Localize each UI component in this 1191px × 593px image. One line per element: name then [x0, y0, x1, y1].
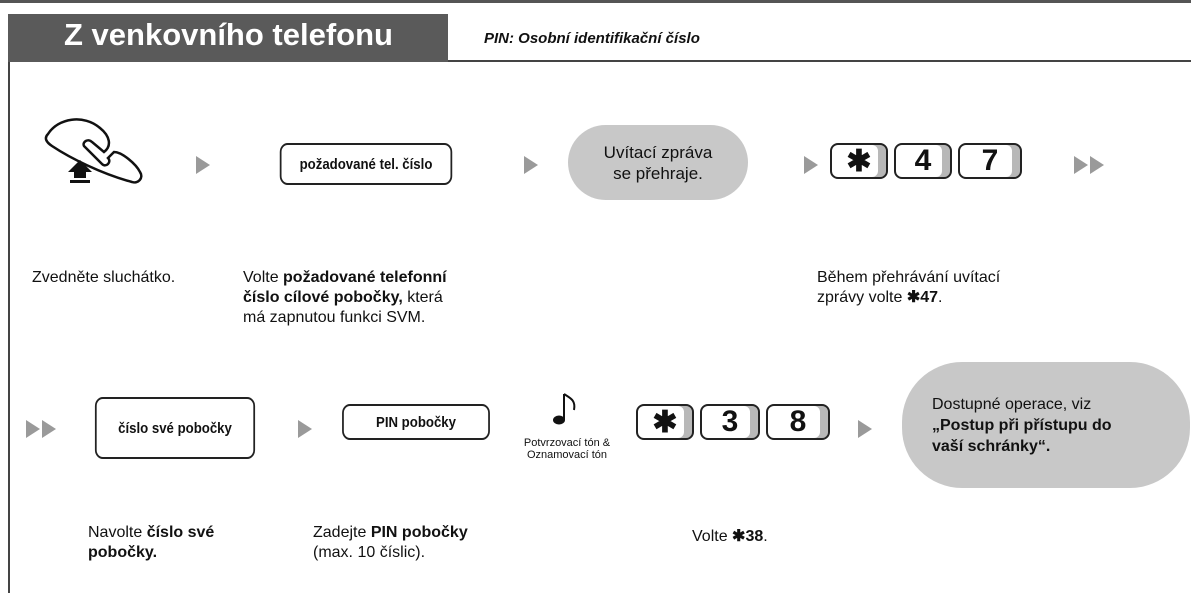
- extension-number-box: číslo své pobočky: [94, 397, 256, 459]
- step-arrow: [858, 420, 872, 438]
- step-arrow: [298, 420, 312, 438]
- tone-label: Potvrzovací tón &Oznamovací tón: [504, 437, 630, 461]
- desc-lift-handset: Zvedněte sluchátko.: [32, 269, 176, 286]
- key-star: ✱: [830, 143, 888, 179]
- top-border: [0, 0, 1191, 3]
- star-icon: ✱: [906, 289, 921, 306]
- desc-text: Zadejte: [313, 524, 371, 541]
- header-rule: [8, 60, 1191, 62]
- double-arrow-icon: [26, 420, 56, 443]
- key-8: 8: [766, 404, 830, 440]
- desc-enter-extension: Navolte číslo své pobočky.: [88, 523, 288, 563]
- desc-bold: PIN pobočky: [370, 524, 468, 541]
- greeting-line-2: se přehraje.: [613, 163, 703, 183]
- desc-bold: požadované telefonní: [283, 269, 447, 286]
- desc-text: .: [938, 289, 943, 306]
- desc-bold: pobočky.: [88, 544, 158, 561]
- result-line-3: vaší schránky“.: [932, 437, 1051, 455]
- tone-line-1: Potvrzovací tón &: [523, 437, 611, 449]
- result-bubble: Dostupné operace, viz „Postup při přístup…: [902, 362, 1190, 488]
- desc-enter-star38: Volte ✱38.: [692, 527, 768, 547]
- key-7: 7: [958, 143, 1022, 179]
- desc-enter-pin: Zadejte PIN pobočky (max. 10 číslic).: [313, 523, 553, 563]
- desc-bold: 47: [920, 289, 939, 306]
- key-4: 4: [894, 143, 952, 179]
- desc-bold: 38: [745, 528, 764, 545]
- desc-text: zprávy volte: [817, 289, 907, 306]
- pin-box: PIN pobočky: [342, 404, 490, 440]
- step-arrow: [524, 156, 538, 174]
- desc-text: Volte: [243, 269, 284, 286]
- star-icon: ✱: [732, 528, 746, 545]
- page-subtitle: PIN: Osobní identifikační číslo: [484, 30, 700, 47]
- desc-enter-star47: Během přehrávání uvítací zprávy volte ✱4…: [817, 268, 1077, 308]
- result-line-2: „Postup při přístupu do: [932, 416, 1112, 434]
- tone-line-2: Oznamovací tón: [526, 449, 608, 461]
- music-note-icon: [552, 390, 580, 430]
- desc-text: Navolte: [88, 524, 147, 541]
- desc-text: Během přehrávání uvítací: [817, 269, 1001, 286]
- dial-number-box: požadované tel. číslo: [279, 143, 453, 185]
- desc-text: která: [402, 289, 443, 306]
- desc-text: má zapnutou funkci SVM.: [243, 309, 426, 326]
- desc-bold: číslo své: [146, 524, 215, 541]
- greeting-line-1: Uvítací zpráva: [603, 142, 713, 162]
- result-line-1: Dostupné operace, viz: [932, 395, 1092, 413]
- key-3: 3: [700, 404, 760, 440]
- double-arrow-icon: [1074, 156, 1104, 179]
- desc-text: Volte: [692, 528, 733, 545]
- key-star: ✱: [636, 404, 694, 440]
- left-border: [8, 40, 10, 593]
- step-arrow: [804, 156, 818, 174]
- step-arrow: [196, 156, 210, 174]
- handset-off-hook-icon: [40, 112, 150, 190]
- desc-dial-number: Volte požadované telefonní číslo cílové …: [243, 268, 533, 328]
- desc-text: .: [763, 528, 768, 545]
- desc-text: (max. 10 číslic).: [313, 544, 426, 561]
- page-title: Z venkovního telefonu: [8, 14, 448, 62]
- desc-bold: číslo cílové pobočky,: [243, 289, 403, 306]
